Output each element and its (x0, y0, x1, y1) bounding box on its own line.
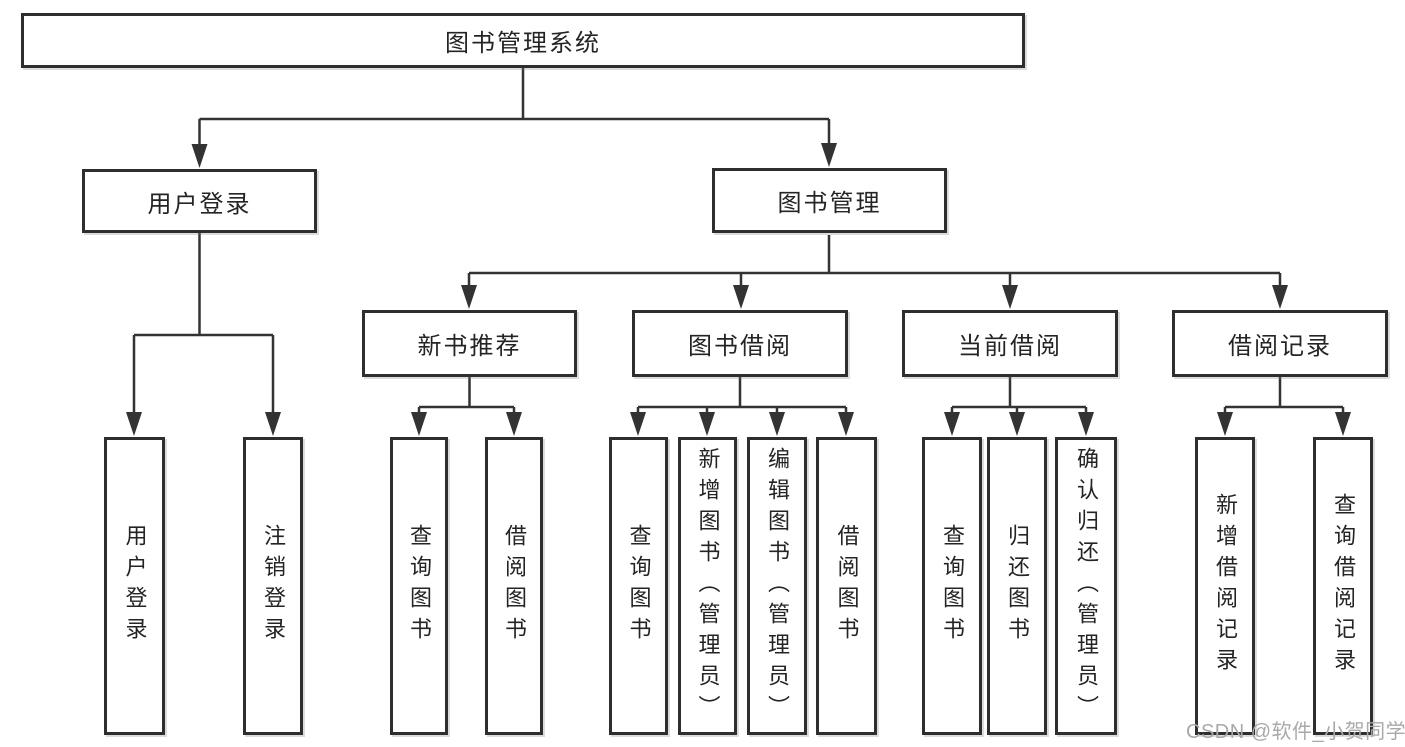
node-book-mgmt-label: 图书管理 (777, 190, 882, 217)
leaf-borrow-books-1-label: 借阅图书 (502, 524, 527, 648)
leaf-confirm-return-admin-label: 确认归还（管理员） (1074, 446, 1099, 726)
watermark: CSDN @软件_小贺同学 (1186, 721, 1405, 743)
node-user-login-label: 用户登录 (147, 190, 252, 218)
arrowhead-icon (821, 143, 837, 167)
leaf-edit-books-admin: 编辑图书（管理员） (747, 437, 807, 735)
leaf-confirm-return-admin: 确认归还（管理员） (1055, 437, 1117, 735)
leaf-borrow-books-1: 借阅图书 (485, 437, 543, 735)
arrowhead-icon (461, 285, 477, 309)
leaf-add-borrow-record-label: 新增借阅记录 (1213, 493, 1238, 679)
node-book-borrow: 图书借阅 (632, 310, 848, 377)
arrowhead-icon (411, 412, 427, 436)
leaf-borrow-books-2-label: 借阅图书 (834, 524, 860, 648)
node-book-borrow-label: 图书借阅 (688, 333, 792, 360)
node-borrow-records-label: 借阅记录 (1228, 333, 1332, 360)
node-borrow-records: 借阅记录 (1172, 310, 1388, 377)
leaf-query-books-1: 查询图书 (390, 437, 448, 735)
leaf-user-login-label: 用户登录 (122, 524, 148, 648)
arrowhead-icon (506, 412, 522, 436)
leaf-add-books-admin: 新增图书（管理员） (678, 437, 737, 735)
arrowhead-icon (699, 412, 715, 436)
leaf-edit-books-admin-label: 编辑图书（管理员） (765, 446, 790, 726)
leaf-query-borrow-record-label: 查询借阅记录 (1331, 493, 1356, 679)
leaf-query-books-3-label: 查询图书 (940, 524, 965, 648)
arrowhead-icon (1078, 412, 1094, 436)
node-root-label: 图书管理系统 (445, 30, 601, 57)
arrowhead-icon (944, 412, 960, 436)
arrowhead-icon (733, 285, 749, 309)
node-current-borrow: 当前借阅 (902, 310, 1118, 377)
arrowhead-icon (1009, 412, 1025, 436)
arrowhead-icon (191, 144, 208, 168)
leaf-add-books-admin-label: 新增图书（管理员） (695, 446, 721, 726)
arrowhead-group (126, 143, 1351, 436)
leaf-query-borrow-record: 查询借阅记录 (1313, 437, 1373, 735)
leaf-logout-label: 注销登录 (261, 524, 286, 648)
leaf-return-books: 归还图书 (987, 437, 1047, 735)
arrowhead-icon (1335, 412, 1351, 436)
arrowhead-icon (769, 412, 785, 436)
node-user-login: 用户登录 (82, 169, 317, 233)
node-new-book-rec-label: 新书推荐 (417, 333, 522, 360)
leaf-return-books-label: 归还图书 (1005, 524, 1030, 648)
arrowhead-icon (1272, 285, 1288, 309)
leaf-query-books-2-label: 查询图书 (626, 524, 652, 648)
arrowhead-icon (126, 412, 142, 436)
leaf-query-books-1-label: 查询图书 (407, 524, 432, 648)
arrowhead-icon (630, 412, 646, 436)
leaf-logout: 注销登录 (243, 437, 303, 735)
leaf-query-books-3: 查询图书 (922, 437, 982, 735)
node-current-borrow-label: 当前借阅 (958, 333, 1062, 360)
arrowhead-icon (1002, 285, 1018, 309)
node-new-book-rec: 新书推荐 (362, 310, 577, 377)
leaf-add-borrow-record: 新增借阅记录 (1195, 437, 1255, 735)
leaf-user-login: 用户登录 (104, 437, 165, 735)
node-book-mgmt: 图书管理 (712, 168, 947, 233)
arrowhead-icon (838, 412, 854, 436)
arrowhead-icon (1217, 412, 1233, 436)
leaf-query-books-2: 查询图书 (609, 437, 668, 735)
node-root: 图书管理系统 (21, 13, 1025, 68)
arrowhead-icon (265, 412, 281, 436)
leaf-borrow-books-2: 借阅图书 (816, 437, 877, 735)
